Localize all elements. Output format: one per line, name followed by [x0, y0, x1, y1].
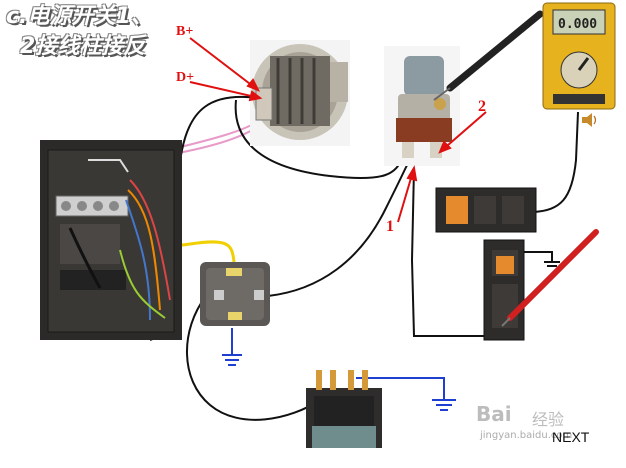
black-wire-multimeter: [533, 111, 579, 213]
slide-title-line1: c.电源开关1、: [6, 4, 153, 29]
next-button[interactable]: NEXT: [552, 429, 590, 445]
speaker-icon[interactable]: [582, 113, 597, 127]
slide-title-line2: 2接线柱接反: [20, 34, 146, 59]
annotation-arrows: [189, 37, 487, 223]
rocker-switch-photo: [306, 370, 382, 448]
control-panel-photo: [40, 140, 182, 340]
slide-title: c.电源开关1、 2接线柱接反: [6, 2, 226, 62]
multimeter-probe-black: [433, 10, 544, 101]
ground-symbol-rocker: [356, 377, 456, 411]
label-terminal-1: 1: [386, 218, 394, 235]
watermark-url: jingyan.baidu.com: [480, 430, 573, 441]
black-wire-alternator-switch: [234, 99, 409, 180]
black-wire-relay-rocker: [186, 295, 321, 421]
label-dplus: D+: [176, 70, 195, 85]
label-bplus: B+: [176, 24, 194, 39]
label-terminal-2: 2: [478, 98, 486, 115]
black-wire-terminal1: [410, 167, 490, 337]
black-wire-relay-switch: [267, 159, 411, 297]
alternator-photo: [250, 40, 350, 146]
baidu-watermark: Bai 经验 jingyan.baidu.com: [476, 402, 616, 448]
watermark-brand: Bai: [476, 402, 512, 426]
switch-block-lower: [483, 239, 525, 341]
switch-block-upper: [435, 187, 537, 233]
ground-symbol-relay: [222, 328, 242, 366]
watermark-sub: 经验: [532, 410, 565, 429]
multimeter-photo: [542, 2, 616, 110]
ground-symbol-switch: [524, 251, 560, 267]
relay-photo: [200, 262, 270, 326]
multimeter-probe-red: [501, 229, 599, 327]
multimeter-readout: 0.000: [558, 17, 597, 32]
